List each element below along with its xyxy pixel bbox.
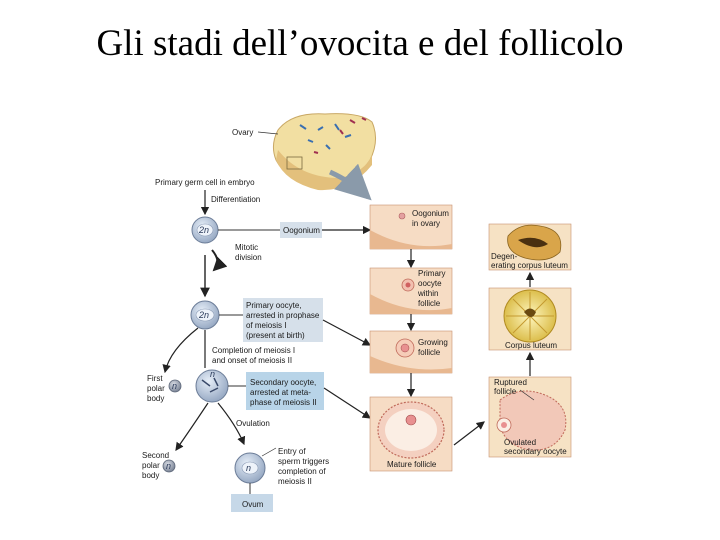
growing-follicle-label-2: follicle [418, 348, 441, 357]
panel-ruptured-follicle: Ruptured follicle Ovulated secondary ooc… [488, 376, 572, 458]
primary-oocyte-follicle-label-4: follicle [418, 299, 441, 308]
sperm-entry-label-4: meiosis II [278, 477, 312, 486]
secondary-oocyte-n: n [210, 369, 215, 379]
first-polar-body-n: n [172, 381, 177, 391]
mitotic-division-label-2: division [235, 253, 262, 262]
first-polar-body-cell [168, 379, 182, 393]
primary-oocyte-follicle-label-1: Primary [418, 269, 446, 278]
oogonium-cell: 2n [191, 216, 219, 244]
primary-oocyte-cell: 2n [190, 300, 220, 330]
ovulated-oocyte-label-1: Ovulated [504, 438, 536, 447]
panel-primary-oocyte-follicle: Primary oocyte within follicle [369, 267, 453, 315]
ovum-label-box [231, 494, 273, 512]
first-polar-body-label-1: First [147, 374, 163, 383]
growing-follicle-label-1: Growing [418, 338, 448, 347]
second-polar-body-cell [162, 459, 176, 473]
secondary-oocyte-label-1: Secondary oocyte, [250, 378, 316, 387]
first-polar-body-label-3: body [147, 394, 164, 403]
degenerating-corpus-label-2: erating corpus luteum [491, 261, 568, 270]
ovary-illustration: Ovary [232, 113, 376, 201]
ovum-label: Ovum [242, 500, 264, 509]
primary-oocyte-label-3: of meiosis I [246, 321, 286, 330]
primary-oocyte-label-box [243, 298, 323, 342]
mitotic-arrow [211, 249, 228, 272]
mitotic-division-label-1: Mitotic [235, 243, 258, 252]
second-polar-body-n: n [166, 461, 171, 471]
oogonium-label-box [280, 222, 322, 238]
ruptured-follicle-label-2: follicle [494, 387, 517, 396]
panel-oogonium-in-ovary: Oogonium in ovary [369, 204, 453, 250]
sperm-entry-label-2: sperm triggers [278, 457, 329, 466]
primary-oocyte-label-4: (present at birth) [246, 331, 305, 340]
completion-meiosis-label-2: and onset of meiosis II [212, 356, 292, 365]
primary-oocyte-label-2: arrested in prophase [246, 311, 320, 320]
panel-growing-follicle: Growing follicle [369, 330, 453, 374]
primary-germ-cell-label: Primary germ cell in embryo [155, 178, 255, 187]
oogonium-in-ovary-label-2: in ovary [412, 219, 440, 228]
ovulation-label: Ovulation [236, 419, 270, 428]
panel-mature-follicle: Mature follicle [369, 396, 453, 472]
panel-corpus-luteum: Corpus luteum [488, 287, 572, 351]
secondary-oocyte-label-2: arrested at meta- [250, 388, 311, 397]
corpus-luteum-label: Corpus luteum [505, 341, 557, 350]
ovum-n: n [246, 463, 251, 473]
oogonium-label: Oogonium [283, 226, 320, 235]
sperm-entry-label-3: completion of [278, 467, 326, 476]
ovary-label: Ovary [232, 128, 253, 137]
primary-oocyte-follicle-label-3: within [417, 289, 438, 298]
completion-meiosis-label-1: Completion of meiosis I [212, 346, 295, 355]
first-polar-body-label-2: polar [147, 384, 165, 393]
second-polar-body-label-2: polar [142, 461, 160, 470]
mature-follicle-label: Mature follicle [387, 460, 437, 469]
oogonium-ploidy: 2n [198, 225, 209, 235]
secondary-oocyte-cell: n [195, 369, 229, 403]
second-polar-body-label-3: body [142, 471, 159, 480]
slide-title: Gli stadi dell’ovocita e del follicolo [96, 23, 624, 64]
differentiation-label: Differentiation [211, 195, 260, 204]
primary-oocyte-follicle-label-2: oocyte [418, 279, 442, 288]
ovum-cell: n [234, 452, 266, 484]
degenerating-corpus-label-1: Degen- [491, 252, 518, 261]
ruptured-follicle-label-1: Ruptured [494, 378, 527, 387]
sperm-entry-label-1: Entry of [278, 447, 306, 456]
panel-degenerating-corpus-luteum: Degen- erating corpus luteum [488, 223, 572, 271]
oogonium-in-ovary-label-1: Oogonium [412, 209, 449, 218]
primary-oocyte-ploidy: 2n [198, 310, 209, 320]
ovulated-oocyte-label-2: secondary oocyte [504, 447, 567, 456]
primary-oocyte-label-1: Primary oocyte, [246, 301, 302, 310]
secondary-oocyte-label-3: phase of meiosis II [250, 398, 317, 407]
second-polar-body-label-1: Second [142, 451, 169, 460]
secondary-oocyte-label-box [246, 372, 324, 410]
